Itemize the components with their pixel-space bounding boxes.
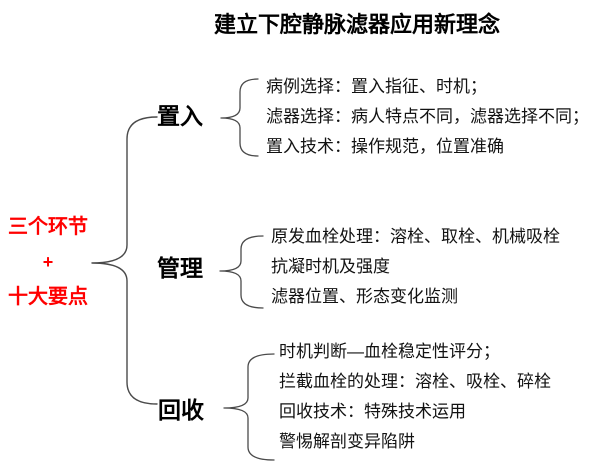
list-item: 警惕解剖变异陷阱 — [279, 432, 415, 451]
list-item: 拦截血栓的处理：溶栓、吸栓、碎栓 — [279, 372, 551, 391]
insertion-item-list: 病例选择：置入指征、时机； 滤器选择：病人特点不同，滤器选择不同； 置入技术：操… — [266, 72, 589, 162]
list-item: 回收技术：特殊技术运用 — [279, 402, 466, 421]
list-item: 原发血栓处理：溶栓、取栓、机械吸栓 — [271, 227, 560, 246]
brace-branch-retrieval — [223, 353, 275, 461]
root-brace — [91, 116, 158, 405]
list-item: 抗凝时机及强度 — [271, 257, 390, 276]
list-item: 时机判断—血栓稳定性评分； — [279, 342, 500, 361]
root-label-line-2: 十大要点 — [8, 286, 88, 308]
list-item: 病例选择：置入指征、时机； — [266, 77, 487, 96]
list-item: 滤器位置、形态变化监测 — [271, 287, 458, 306]
root-label-line-1: 三个环节 — [8, 216, 88, 238]
list-item: 置入技术：操作规范，位置准确 — [266, 137, 504, 156]
branch-label-insertion: 置入 — [157, 103, 203, 129]
brace-branch-management — [219, 235, 264, 309]
retrieval-item-list: 时机判断—血栓稳定性评分； 拦截血栓的处理：溶栓、吸栓、碎栓 回收技术：特殊技术… — [279, 337, 551, 457]
root-label-plus: + — [42, 252, 54, 272]
management-item-list: 原发血栓处理：溶栓、取栓、机械吸栓 抗凝时机及强度 滤器位置、形态变化监测 — [271, 222, 560, 312]
diagram-title: 建立下腔静脉滤器应用新理念 — [213, 12, 500, 37]
branch-label-retrieval: 回收 — [158, 397, 204, 423]
brace-branch-insertion — [220, 78, 259, 157]
root-label: 三个环节 + 十大要点 — [0, 210, 96, 315]
list-item: 滤器选择：病人特点不同，滤器选择不同； — [266, 107, 589, 126]
branch-label-management: 管理 — [157, 255, 203, 281]
